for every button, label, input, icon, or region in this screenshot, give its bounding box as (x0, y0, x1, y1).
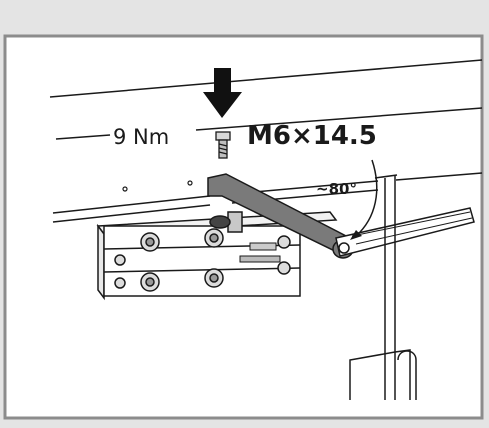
angle-arc-arrowhead (350, 230, 362, 240)
angle-label: ~80° (316, 180, 357, 198)
mounting-hole (187, 180, 193, 186)
door-closer-body (96, 211, 338, 301)
door-edge (349, 174, 417, 400)
screw-size-label: M6×14.5 (247, 121, 377, 151)
screw-icon (215, 131, 231, 159)
torque-label: 9 Nm (113, 125, 169, 149)
down-arrow-icon (203, 68, 242, 118)
mounting-hole (122, 186, 128, 192)
closer-arm (207, 173, 475, 259)
angle-arc (355, 159, 378, 237)
